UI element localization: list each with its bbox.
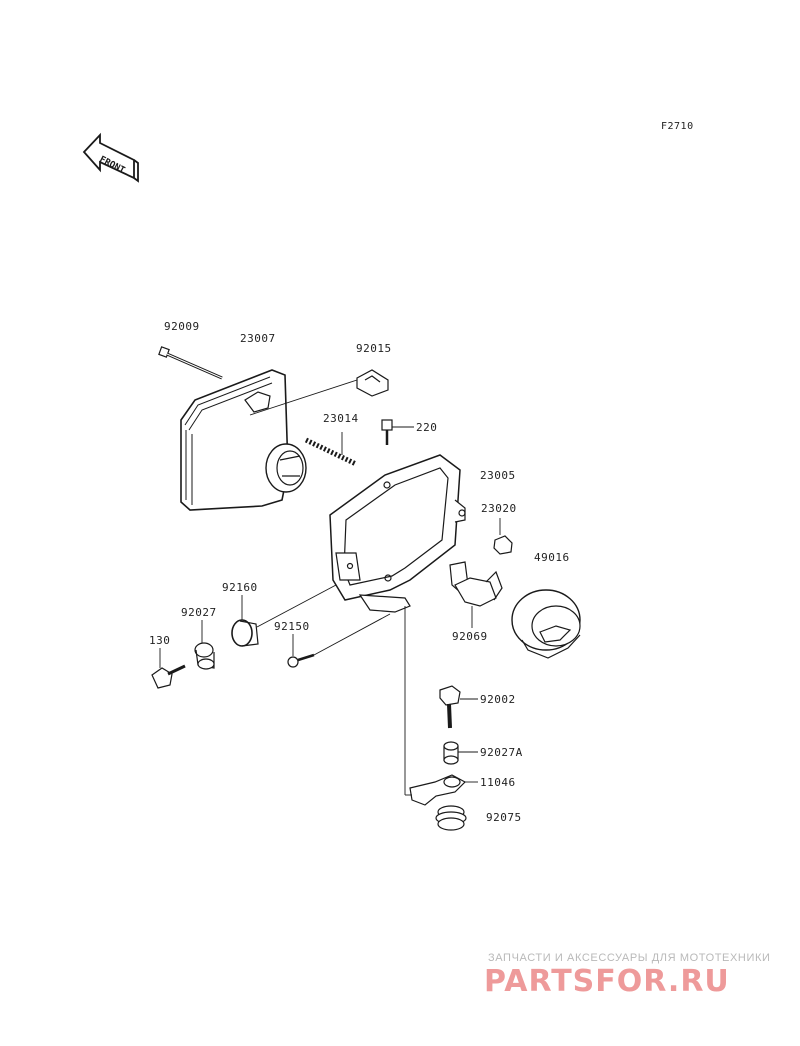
bolt-92009[interactable] xyxy=(158,346,223,380)
label-23014[interactable]: 23014 xyxy=(323,412,359,425)
label-92009[interactable]: 92009 xyxy=(164,320,200,333)
diagram-code: F2710 xyxy=(661,121,694,132)
watermark-tagline: ЗАПЧАСТИ И АКСЕССУАРЫ ДЛЯ МОТОТЕХНИКИ xyxy=(488,952,771,964)
label-49016[interactable]: 49016 xyxy=(534,551,570,564)
bolt-92002[interactable] xyxy=(439,685,478,729)
bolt-130[interactable] xyxy=(151,648,186,689)
label-220[interactable]: 220 xyxy=(416,421,438,434)
headlight-housing-23007[interactable] xyxy=(180,369,307,511)
label-92015[interactable]: 92015 xyxy=(356,342,392,355)
label-92002[interactable]: 92002 xyxy=(480,693,516,706)
grommet-92160[interactable] xyxy=(231,584,337,647)
label-92027[interactable]: 92027 xyxy=(181,606,217,619)
label-11046[interactable]: 11046 xyxy=(480,776,516,789)
label-23005[interactable]: 23005 xyxy=(480,469,516,482)
screw-220[interactable] xyxy=(381,419,414,445)
label-92150[interactable]: 92150 xyxy=(274,620,310,633)
bolt-92150[interactable] xyxy=(287,613,391,668)
watermark-logo: PARTSFOR.RU xyxy=(484,964,730,999)
label-130[interactable]: 130 xyxy=(149,634,171,647)
front-arrow-icon: FRONT xyxy=(82,132,139,183)
collar-92027[interactable] xyxy=(194,620,215,670)
bracket-11046[interactable] xyxy=(405,774,478,806)
bulb-cover-49016[interactable] xyxy=(511,589,581,659)
bracket-23005[interactable] xyxy=(329,454,466,795)
label-92075[interactable]: 92075 xyxy=(486,811,522,824)
label-23007[interactable]: 23007 xyxy=(240,332,276,345)
label-23020[interactable]: 23020 xyxy=(481,502,517,515)
damper-92075[interactable] xyxy=(435,805,467,831)
collar-92027A[interactable] xyxy=(443,741,478,765)
clip-92015[interactable] xyxy=(249,369,389,416)
label-92160[interactable]: 92160 xyxy=(222,581,258,594)
label-92069[interactable]: 92069 xyxy=(452,630,488,643)
label-92027A[interactable]: 92027A xyxy=(480,746,523,759)
screw-23014[interactable] xyxy=(304,432,358,467)
bulb-92069[interactable] xyxy=(449,561,503,628)
nut-23020[interactable] xyxy=(493,518,513,555)
